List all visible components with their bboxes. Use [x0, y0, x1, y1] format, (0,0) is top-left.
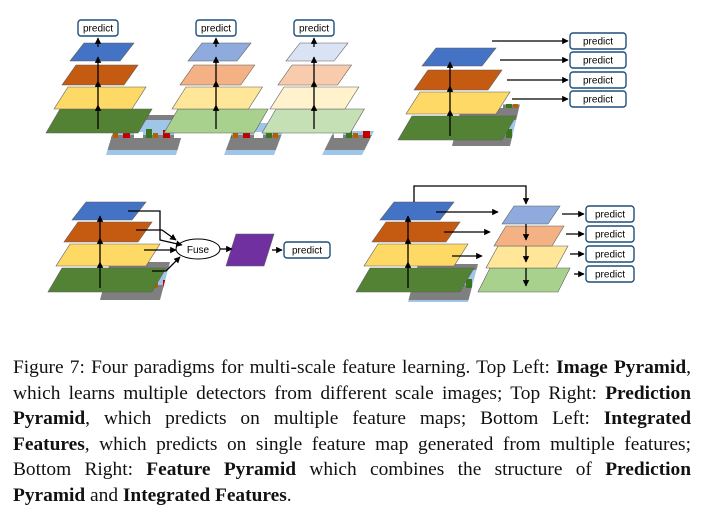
feature-layer — [187, 42, 252, 62]
feature-layer — [397, 115, 517, 141]
fused-feature-map — [225, 233, 275, 267]
top-down-arrow — [413, 185, 530, 205]
feature-layer — [355, 267, 475, 293]
input-image-photo — [322, 131, 374, 155]
predict-box-label: predict — [201, 24, 231, 35]
predict-box-label: predict — [299, 24, 329, 35]
caption-br-desc: which combines the structure of — [309, 459, 592, 481]
predict-box — [569, 32, 627, 50]
predict-box-label: predict — [583, 37, 613, 48]
feature-layer — [371, 221, 461, 243]
feature-layer — [71, 201, 147, 221]
predict-box — [293, 19, 335, 37]
predict-box — [569, 90, 627, 108]
figure-diagram: predict predict predict predict predict predi… — [45, 19, 635, 302]
fuse-input-arrow — [136, 229, 177, 241]
feature-layer — [285, 42, 349, 62]
diagram-connectors — [94, 37, 585, 288]
predict-box-label: predict — [83, 24, 113, 35]
feature-layer — [171, 86, 263, 110]
fuse-input-arrow — [128, 210, 183, 247]
predict-box — [77, 19, 119, 37]
predict-box-label: predict — [595, 250, 625, 261]
caption-tl-desc: , which learns multiple detectors from d… — [13, 357, 691, 404]
predict-box-label: predict — [292, 246, 322, 257]
caption-tr-prefix: Top Right: — [510, 382, 597, 404]
feature-layer — [55, 243, 161, 267]
caption-intro: Four paradigms for multi-scale feature l… — [91, 357, 471, 378]
predict-box-label: predict — [583, 56, 613, 67]
predict-box-label: predict — [583, 95, 613, 106]
pyramid-layer — [485, 245, 569, 269]
fuse-input-arrow — [152, 256, 181, 272]
pyramid-layer — [477, 267, 571, 293]
caption-br-name: Feature Pyramid — [146, 459, 296, 481]
caption-br-prefix: Bottom Right: — [13, 459, 133, 481]
caption-bl-prefix: Bottom Left: — [480, 408, 590, 430]
feature-layer — [421, 47, 497, 67]
feature-layer — [47, 267, 167, 293]
feature-layer — [405, 91, 511, 115]
caption-end: . — [286, 484, 292, 506]
feature-layer — [45, 108, 153, 134]
fuse-label: Fuse — [187, 245, 210, 256]
predict-box — [585, 265, 635, 283]
diagram-labels: predict predict predict predict predict predi… — [83, 24, 625, 281]
pyramid-layer — [501, 205, 561, 225]
caption-br-ref2: Integrated Features — [122, 484, 287, 506]
caption-tr-name: Prediction Pyramid — [13, 382, 691, 430]
feature-layer — [53, 86, 147, 110]
feature-layer — [69, 42, 135, 62]
feature-layer — [277, 64, 353, 86]
predict-box — [585, 225, 635, 243]
pyramid-layer — [493, 225, 565, 247]
predict-box — [283, 241, 331, 259]
diagram-layers — [45, 19, 635, 302]
caption-and: and — [90, 484, 119, 506]
caption-tl-name: Image Pyramid — [556, 357, 687, 378]
predict-box — [569, 51, 627, 69]
predict-box — [585, 245, 635, 263]
feature-layer — [63, 221, 153, 243]
caption-figure-number: Figure 7: — [13, 357, 85, 378]
predict-box-label: predict — [595, 230, 625, 241]
feature-layer — [379, 201, 455, 221]
predict-box-label: predict — [595, 210, 625, 221]
predict-box-label: predict — [595, 270, 625, 281]
predict-box — [195, 19, 237, 37]
figure-caption: Figure 7: Four paradigms for multi-scale… — [13, 355, 691, 509]
predict-box — [569, 71, 627, 89]
caption-bl-desc: , which predicts on single feature map g… — [84, 433, 691, 455]
predict-box-label: predict — [583, 76, 613, 87]
caption-br-ref1: Prediction Pyramid — [13, 459, 692, 506]
feature-layer — [179, 64, 256, 86]
feature-layer — [61, 64, 139, 86]
feature-layer — [413, 69, 503, 91]
feature-layer — [261, 108, 365, 134]
predict-box — [585, 205, 635, 223]
caption-tr-desc: , which predicts on multiple feature map… — [85, 408, 467, 430]
caption-tl-prefix: Top Left: — [476, 357, 550, 378]
caption-bl-name: Integrated Features — [13, 408, 691, 455]
feature-layer — [363, 243, 469, 267]
